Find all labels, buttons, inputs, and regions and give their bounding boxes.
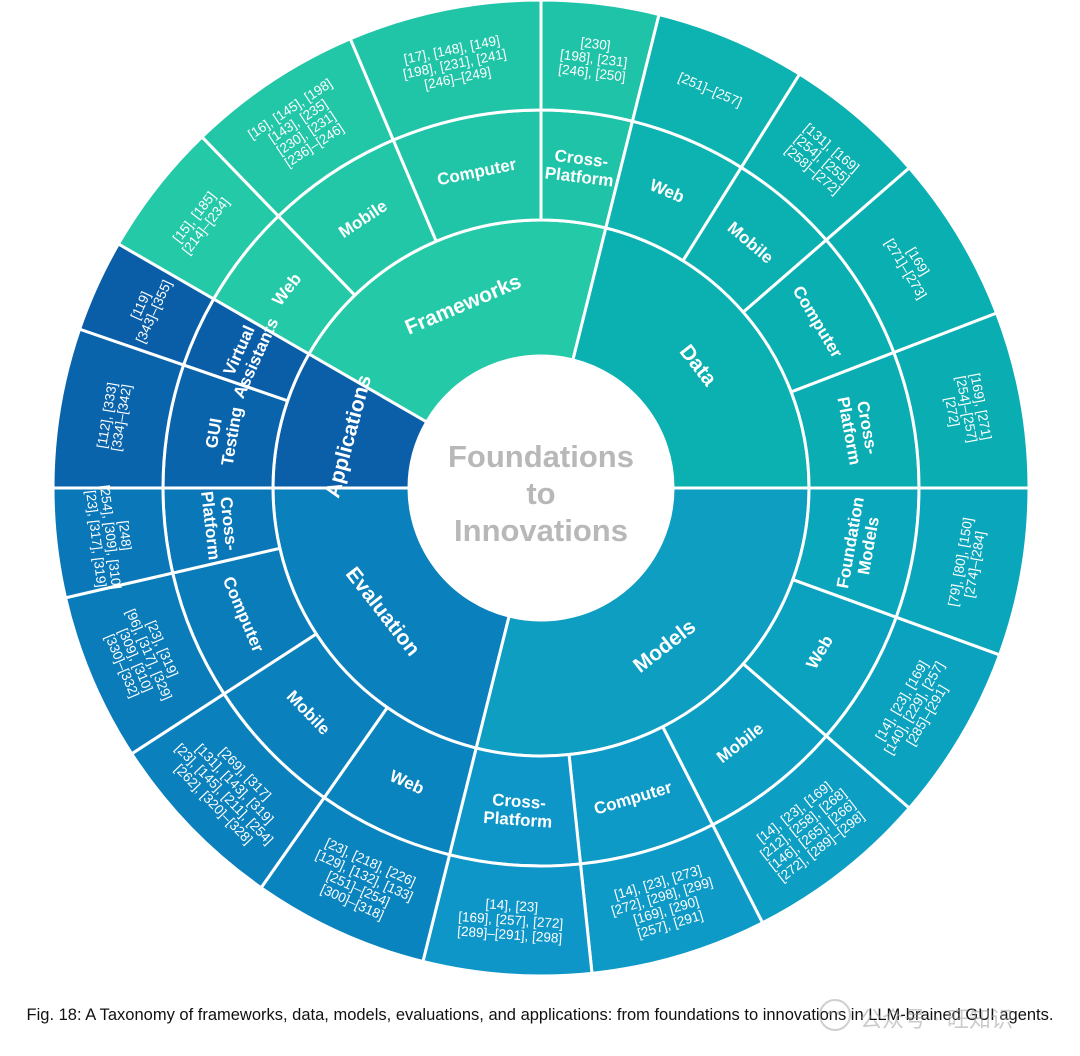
center-title: Foundations to Innovations [448,439,634,548]
subcategory-label: Cross-Platform [483,790,553,832]
references-label-line: [14], [23] [485,896,538,915]
references-segment [77,241,216,367]
references-label-line: [272] [942,396,962,428]
center-line-3: Innovations [454,513,628,548]
subcategory-label-line: GUI [202,417,226,450]
references-label: [14], [23][169], [257], [272][289]–[291]… [457,896,564,946]
references-label-line: [289]–[291], [298] [457,924,563,946]
references-label-line: [169], [257], [272] [458,909,564,931]
subcategory-label: Cross-Platform [544,146,615,191]
center-line-1: Foundations [448,439,634,474]
subcategory-label-line: Cross- [492,790,547,813]
ring-segments [51,0,1031,978]
references-label: [248][254], [309], [310][23], [317], [31… [83,484,134,590]
figure-caption: Fig. 18: A Taxonomy of frameworks, data,… [26,1006,1054,1024]
subcategory-label-line: Platform [483,808,553,832]
references-label-line: [248] [116,520,134,552]
subcategory-label: Cross-Platform [197,490,241,561]
center-line-2: to [526,476,555,511]
references-label-line: [230] [580,35,612,54]
